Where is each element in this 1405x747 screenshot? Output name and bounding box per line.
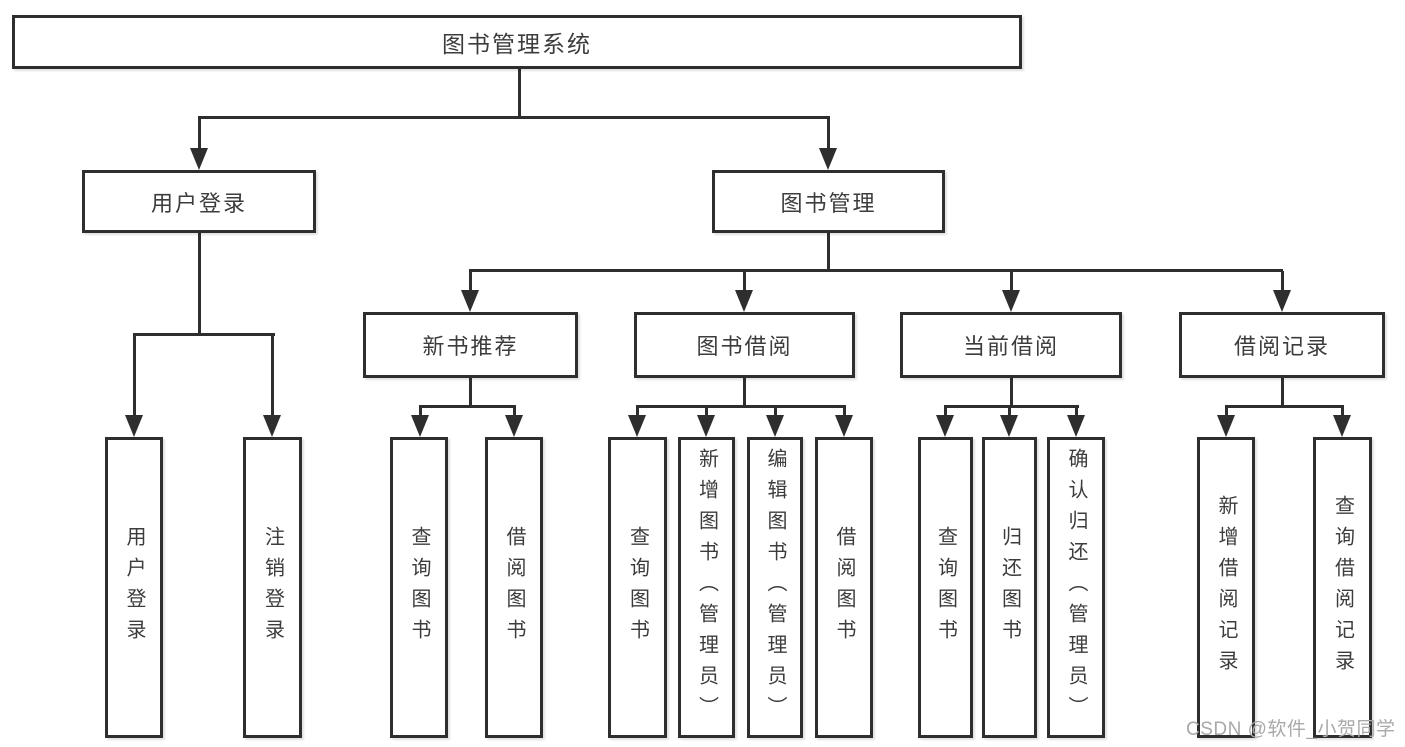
- connector-line: [419, 407, 422, 419]
- connector-line: [827, 118, 830, 150]
- connector-line: [198, 118, 201, 150]
- connector-line: [1225, 405, 1344, 408]
- arrowhead-down-icon: [461, 290, 479, 312]
- leaf-logout: 注销登录: [243, 437, 302, 738]
- connector-line: [743, 377, 746, 407]
- arrowhead-down-icon: [936, 415, 954, 437]
- connector-line: [1010, 377, 1013, 407]
- csdn-watermark: CSDN @软件_小贺同学: [1186, 719, 1396, 740]
- node-label: 查询图书: [408, 525, 430, 650]
- leaf-return-books: 归还图书: [982, 437, 1037, 738]
- connector-line: [843, 407, 846, 419]
- node-label: 当前借阅: [962, 334, 1059, 359]
- connector-line: [1010, 271, 1013, 293]
- leaf-add-borrow-record: 新增借阅记录: [1197, 437, 1255, 738]
- arrowhead-down-icon: [1002, 290, 1020, 312]
- node-label: 新书推荐: [422, 334, 519, 359]
- arrowhead-down-icon: [411, 415, 429, 437]
- arrowhead-down-icon: [505, 415, 523, 437]
- node-new-book-recommend: 新书推荐: [363, 312, 578, 378]
- leaf-user-login: 用户登录: [105, 437, 163, 738]
- node-user-login: 用户登录: [82, 170, 316, 233]
- connector-line: [827, 232, 830, 272]
- node-label: 归还图书: [998, 525, 1021, 650]
- arrowhead-down-icon: [1067, 415, 1085, 437]
- leaf-edit-book-admin: 编辑图书（管理员）: [747, 437, 803, 738]
- connector-line: [1008, 407, 1011, 419]
- connector-line: [944, 405, 1079, 408]
- node-label: 编辑图书（管理员）: [764, 448, 786, 727]
- connector-line: [513, 407, 516, 419]
- connector-line: [944, 407, 947, 419]
- node-library-management-system: 图书管理系统: [12, 15, 1022, 69]
- connector-line: [419, 405, 516, 408]
- node-book-borrowing: 图书借阅: [634, 312, 855, 378]
- connector-line: [1341, 407, 1344, 419]
- leaf-borrow-books: 借阅图书: [815, 437, 873, 738]
- connector-line: [743, 271, 746, 293]
- node-label: 用户登录: [123, 525, 145, 650]
- node-label: 用户登录: [150, 190, 247, 216]
- connector-line: [1281, 377, 1284, 407]
- arrowhead-down-icon: [735, 290, 753, 312]
- connector-line: [469, 377, 472, 407]
- node-label: 图书借阅: [696, 334, 793, 359]
- arrowhead-down-icon: [1000, 415, 1018, 437]
- node-current-borrowing: 当前借阅: [900, 312, 1122, 378]
- node-label: 新增借阅记录: [1215, 494, 1237, 681]
- connector-line: [1075, 407, 1078, 419]
- arrowhead-down-icon: [125, 415, 143, 437]
- connector-line: [469, 271, 472, 293]
- connector-line: [133, 333, 275, 336]
- connector-line: [133, 335, 136, 418]
- connector-line: [636, 405, 846, 408]
- node-label: 图书管理: [780, 190, 877, 216]
- connector-line: [469, 269, 1283, 272]
- connector-line: [636, 407, 639, 419]
- node-label: 借阅记录: [1233, 334, 1330, 359]
- connector-line: [198, 232, 201, 336]
- node-label: 查询借阅记录: [1331, 494, 1354, 681]
- arrowhead-down-icon: [190, 148, 208, 170]
- leaf-borrow-books-recommend: 借阅图书: [485, 437, 543, 738]
- arrowhead-down-icon: [835, 415, 853, 437]
- node-label: 注销登录: [261, 525, 284, 650]
- connector-line: [271, 335, 274, 418]
- node-label: 借阅图书: [833, 525, 855, 650]
- connector-line: [774, 407, 777, 419]
- node-label: 确认归还（管理员）: [1065, 448, 1087, 727]
- node-label: 新增图书（管理员）: [695, 448, 718, 727]
- leaf-add-book-admin: 新增图书（管理员）: [678, 437, 735, 738]
- arrowhead-down-icon: [628, 415, 646, 437]
- node-label: 借阅图书: [503, 525, 525, 650]
- arrowhead-down-icon: [1333, 415, 1351, 437]
- arrowhead-down-icon: [263, 415, 281, 437]
- leaf-query-borrow-record: 查询借阅记录: [1313, 437, 1372, 738]
- node-label: 查询图书: [626, 525, 649, 650]
- arrowhead-down-icon: [1273, 290, 1291, 312]
- connector-line: [705, 407, 708, 419]
- connector-line: [1281, 271, 1284, 293]
- leaf-confirm-return-admin: 确认归还（管理员）: [1047, 437, 1105, 738]
- arrowhead-down-icon: [819, 148, 837, 170]
- node-book-management: 图书管理: [712, 170, 945, 233]
- arrowhead-down-icon: [697, 415, 715, 437]
- node-label: 查询图书: [934, 525, 957, 650]
- leaf-query-books-current: 查询图书: [918, 437, 973, 738]
- connector-line: [1225, 407, 1228, 419]
- leaf-query-books-borrowing: 查询图书: [608, 437, 667, 738]
- leaf-query-books-recommend: 查询图书: [390, 437, 448, 738]
- connector-line: [518, 68, 521, 118]
- arrowhead-down-icon: [766, 415, 784, 437]
- node-label: 图书管理系统: [442, 31, 592, 57]
- node-borrowing-records: 借阅记录: [1179, 312, 1385, 378]
- arrowhead-down-icon: [1217, 415, 1235, 437]
- connector-line: [198, 116, 830, 119]
